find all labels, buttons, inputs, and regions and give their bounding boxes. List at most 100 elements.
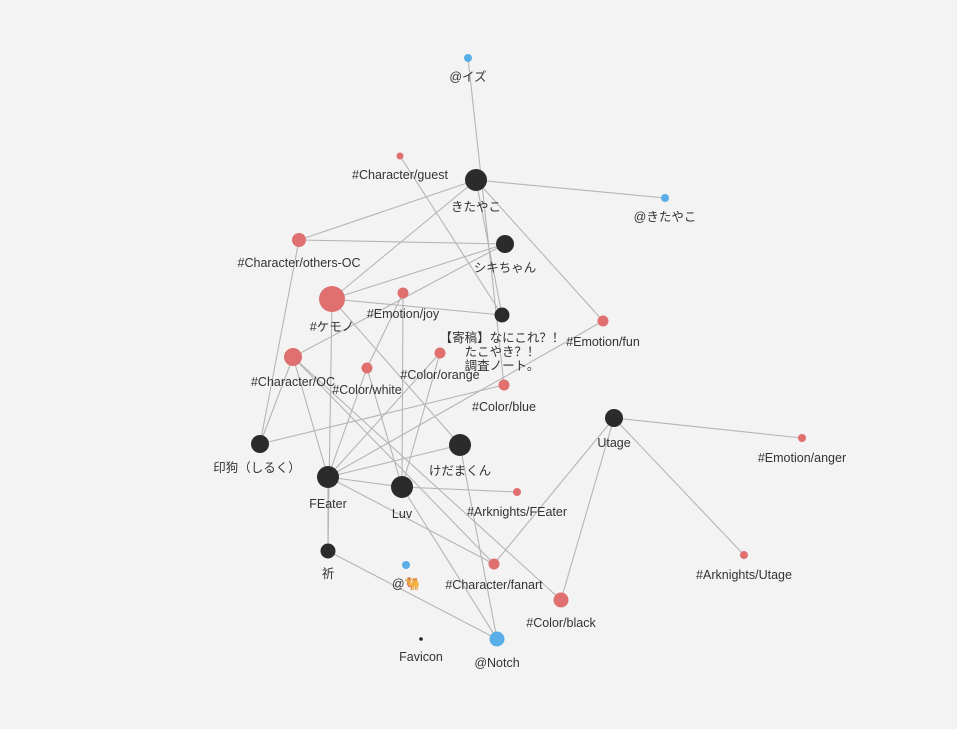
node-dot-person[interactable] [489, 631, 505, 647]
node-dot-tag[interactable] [434, 347, 446, 359]
node-dot-tag[interactable] [553, 592, 569, 608]
node-dot-tag[interactable] [319, 286, 345, 312]
graph-node-choc[interactable]: #Character/OC [251, 348, 335, 389]
graph-edge [459, 444, 498, 640]
node-label: #Arknights/Utage [696, 568, 792, 582]
graph-node-arkutage[interactable]: #Arknights/Utage [696, 551, 792, 582]
node-dot-tag[interactable] [397, 287, 409, 299]
graph-edge [259, 384, 505, 445]
node-dot-page[interactable] [494, 307, 510, 323]
graph-node-notch[interactable]: @Notch [474, 631, 520, 671]
graph-node-white[interactable]: #Color/white [332, 362, 402, 398]
node-dot-page[interactable] [320, 543, 336, 559]
node-dot-tag[interactable] [513, 488, 521, 496]
node-dot-person[interactable] [661, 194, 669, 202]
node-dot-page[interactable] [391, 476, 413, 498]
graph-node-kemono[interactable]: #ケモノ [310, 286, 354, 334]
node-label: #Color/orange [400, 368, 479, 382]
graph-node-inori[interactable]: 祈 [320, 543, 336, 582]
node-label: @イズ [449, 69, 486, 84]
graph-node-orange[interactable]: #Color/orange [400, 347, 480, 383]
graph-node-izu[interactable]: @イズ [449, 54, 487, 84]
graph-edge [327, 476, 495, 565]
graph-edge [327, 444, 461, 478]
node-dot-page[interactable] [317, 466, 339, 488]
node-dot-person[interactable] [402, 561, 410, 569]
graph-edge [399, 155, 503, 316]
graph-edge [327, 476, 403, 488]
node-label: Utage [597, 436, 630, 450]
node-dot-page[interactable] [251, 435, 269, 453]
graph-edge [259, 239, 300, 445]
node-dot-tag[interactable] [740, 551, 748, 559]
graph-node-kedama[interactable]: けだまくん [429, 434, 491, 478]
node-label: #Character/OC [251, 375, 335, 389]
node-label: #ケモノ [310, 320, 354, 334]
node-label: #Character/fanart [445, 578, 543, 592]
graph-edge [613, 417, 803, 439]
node-dot-page[interactable] [605, 409, 623, 427]
graph-node-atkitayako[interactable]: @きたやこ [634, 194, 697, 224]
node-dot-tag[interactable] [597, 315, 609, 327]
graph-node-utage[interactable]: Utage [597, 409, 631, 450]
graph-node-fanart[interactable]: #Character/fanart [445, 558, 543, 593]
node-dot-page[interactable] [465, 169, 487, 191]
graph-node-shiruku[interactable]: 印狗（しるく） [213, 435, 301, 475]
node-label: けだまくん [429, 464, 491, 478]
node-dot-page[interactable] [449, 434, 471, 456]
node-label: #Color/white [332, 383, 402, 397]
node-dot-orphan[interactable] [419, 637, 423, 641]
graph-node-chguest[interactable]: #Character/guest [352, 152, 448, 183]
node-label: #Color/blue [472, 400, 536, 414]
node-dot-tag[interactable] [396, 152, 404, 160]
graph-node-favicon[interactable]: Favicon [399, 637, 443, 664]
node-label: #Emotion/joy [367, 307, 440, 321]
graph-edge [292, 356, 495, 565]
node-label: 印狗（しるく） [213, 461, 301, 475]
node-dot-person[interactable] [464, 54, 472, 62]
node-dot-tag[interactable] [284, 348, 302, 366]
graph-edge [331, 243, 506, 300]
graph-edge [298, 239, 506, 245]
node-dot-tag[interactable] [361, 362, 373, 374]
graph-node-fun[interactable]: #Emotion/fun [566, 315, 640, 350]
graph-node-feater[interactable]: FEater [309, 466, 347, 511]
graph-edge [401, 352, 441, 488]
node-label: #Emotion/anger [758, 451, 846, 465]
graph-edge [366, 292, 404, 369]
node-dot-tag[interactable] [498, 379, 510, 391]
node-label: シキちゃん [474, 261, 537, 275]
node-label: @Notch [474, 656, 519, 670]
node-label: #Emotion/fun [566, 335, 640, 349]
graph-edge [401, 292, 404, 488]
node-dot-tag[interactable] [292, 233, 306, 247]
graph-edge [331, 179, 477, 300]
graph-edge [366, 367, 403, 488]
node-dot-tag[interactable] [488, 558, 500, 570]
node-label: #Arknights/FEater [467, 505, 567, 519]
graph-node-black[interactable]: #Color/black [526, 592, 596, 631]
graph-node-arkfeater[interactable]: #Arknights/FEater [467, 488, 567, 519]
graph-node-luv[interactable]: Luv [391, 476, 413, 521]
graph-edge [298, 179, 477, 241]
graph-edge [327, 320, 604, 478]
graph-edge [292, 356, 329, 478]
node-label: FEater [309, 497, 347, 511]
graph-node-kitayako[interactable]: きたやこ [451, 169, 501, 214]
node-label: Favicon [399, 650, 443, 664]
graph-node-othersoc[interactable]: #Character/others-OC [238, 233, 361, 270]
graph-edge [613, 417, 745, 556]
node-label: #Color/black [526, 616, 596, 630]
graph-node-joy[interactable]: #Emotion/joy [367, 287, 440, 322]
graph-node-anger[interactable]: #Emotion/anger [758, 434, 846, 465]
node-dot-tag[interactable] [798, 434, 806, 442]
graph-node-atcamel[interactable]: @🐫 [392, 561, 420, 591]
node-dot-page[interactable] [496, 235, 514, 253]
graph-node-blue[interactable]: #Color/blue [472, 379, 536, 415]
graph-edges [259, 57, 803, 640]
graph-edge [401, 486, 498, 640]
graph-node-takoyaki[interactable]: 【寄稿】なにこれ？！たこやき？！調査ノート。 [440, 307, 565, 374]
graph-node-shiki[interactable]: シキちゃん [474, 235, 537, 275]
graph-edge [493, 417, 615, 565]
